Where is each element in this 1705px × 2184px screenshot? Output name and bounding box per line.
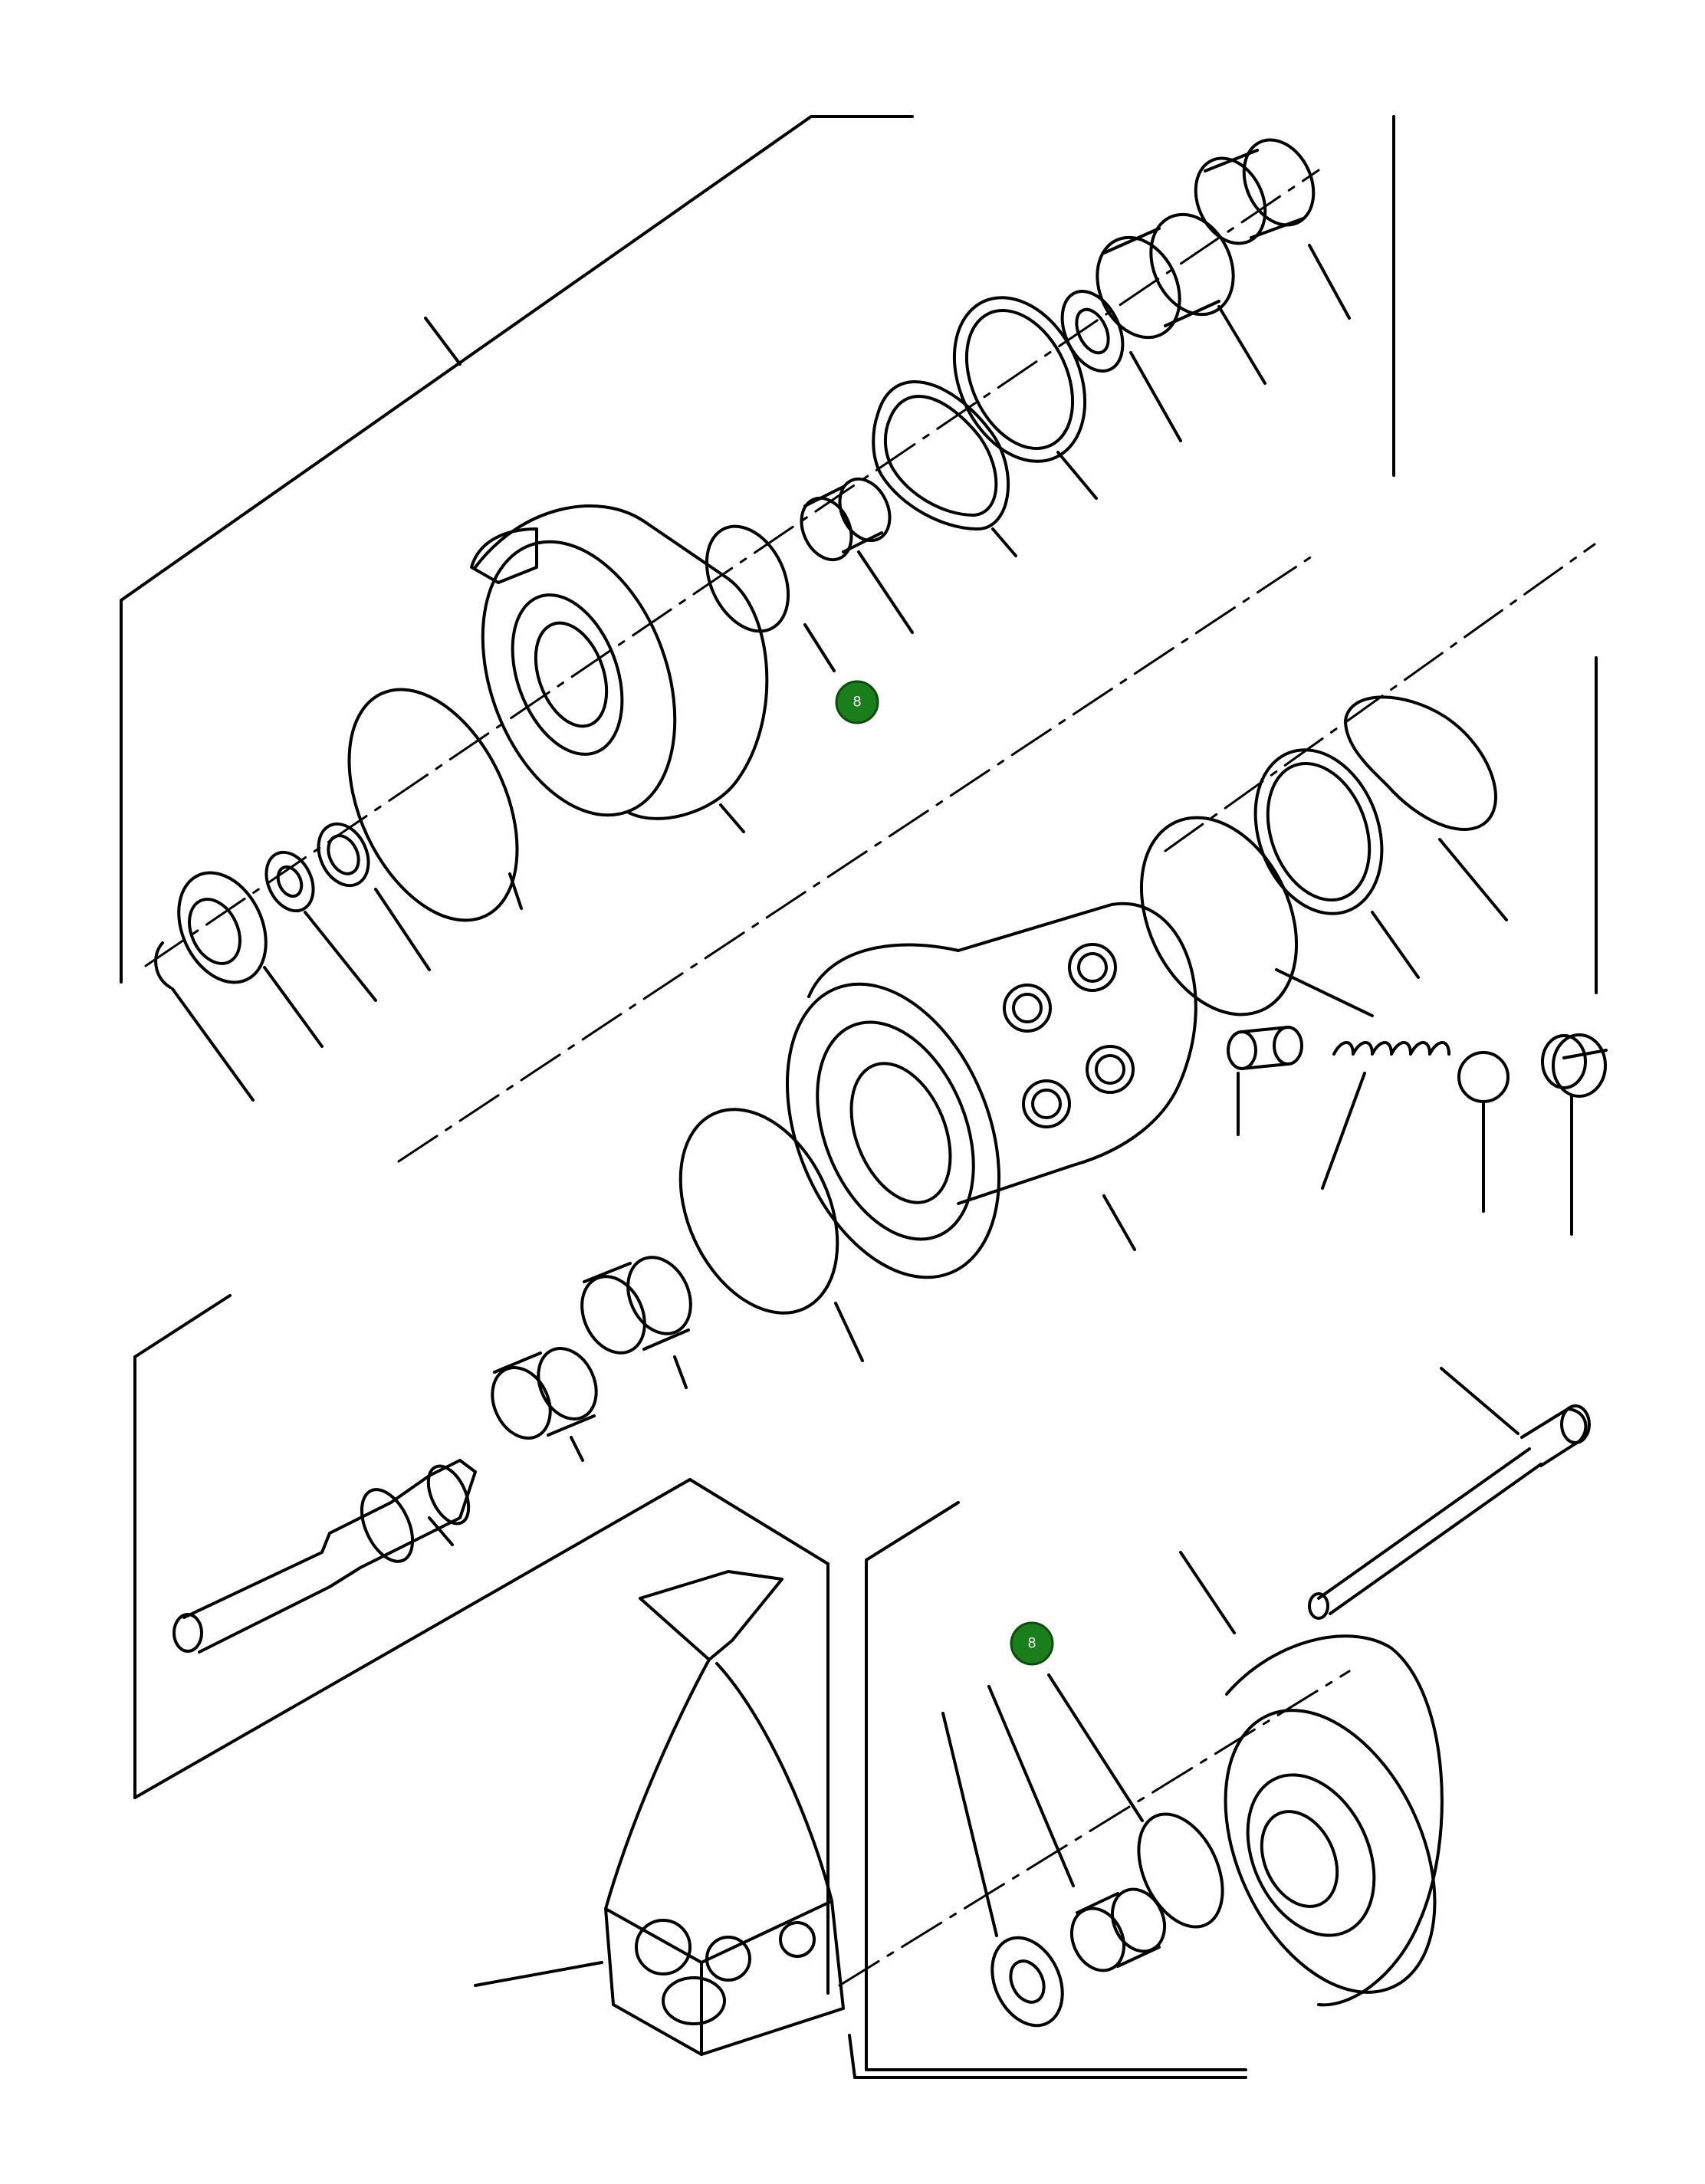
lower-needle-bearing-part [1069,1887,1167,1972]
large-o-ring-part [347,688,519,922]
callout-marker-lower [1010,1621,1054,1666]
drive-shaft-part [172,1459,477,1654]
snap-ring-part [154,941,172,989]
bolt-part [1308,1367,1591,1620]
check-ball-part [1457,1051,1510,1103]
o-ring-lower-part [1137,1812,1224,1929]
middle-leaders [428,838,1573,1546]
upper-assembly [154,138,1351,1102]
callout-lower[interactable]: 8 [1010,1621,1054,1666]
callout-upper[interactable]: 8 [835,680,879,724]
bearing-cup-part [1096,212,1235,340]
frame-outlines [120,115,1598,2079]
end-cover-part [1179,1551,1444,2007]
lower-assembly [941,1367,1591,2028]
cylinder-block-part [785,902,1197,1279]
lower-washer-part [990,1936,1064,2028]
small-bushing-part [317,822,370,888]
callout-marker-upper [835,680,879,724]
seal-kit-bag [474,1570,845,2056]
needle-bearing-part [800,477,892,562]
middle-assembly [172,695,1608,1654]
shaft-bushing-2-part [491,1347,598,1440]
o-ring-middle-part [1139,816,1299,1016]
pin-part [1227,1026,1303,1070]
pressure-plate-part [952,296,1087,463]
end-bushing-part [1194,138,1316,245]
upper-leaders [171,244,1351,1102]
lower-leaders [941,1673,1144,1937]
o-ring-block-part [678,1108,839,1315]
o-ring-upper-part [705,524,790,633]
plug-part [1541,1033,1608,1098]
shaft-bushing-1-part [580,1256,692,1355]
axis-lines [144,169,1596,1987]
ball-bearing-part [177,871,268,984]
split-ring-part [1344,695,1497,831]
washer-part [264,850,315,913]
spring-part [1332,1041,1450,1056]
thrust-plate-part [1253,748,1384,915]
thrust-washer-part [1060,290,1125,373]
kidney-seal-part [872,380,1010,530]
upper-housing-part [470,504,769,820]
